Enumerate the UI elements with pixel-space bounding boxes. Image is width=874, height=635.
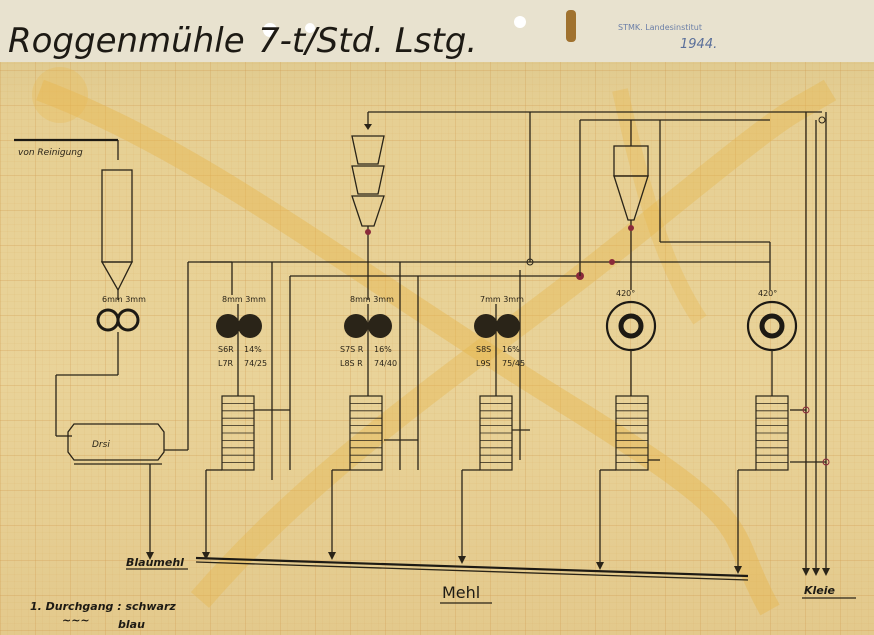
pin-hole (263, 23, 277, 37)
mehl-label: Mehl (442, 583, 480, 602)
bin-gap-label: 6mm 3mm (102, 295, 146, 304)
plansifter-sieves (221, 395, 789, 471)
pin (566, 10, 576, 42)
roll-1-l2: L7R (218, 359, 234, 368)
roll-2-r2: 74/40 (374, 359, 397, 368)
roll-3-gap: 7mm 3mm (480, 295, 524, 304)
roll-1-r2: 74/25 (244, 359, 267, 368)
cyclone-stack (351, 135, 385, 227)
entoleter-2 (746, 300, 798, 396)
title: Roggenmühle (8, 21, 245, 61)
roll-3-r1: 16% (502, 345, 520, 354)
pin-hole (514, 16, 526, 28)
blaumehl-label: Blaumehl (126, 556, 184, 569)
roll-2-l1: S7S R (340, 345, 364, 354)
roll-1-gap: 8mm 3mm (222, 295, 266, 304)
crusher-rolls (96, 308, 140, 332)
entoleter-1-label: 420° (616, 289, 635, 298)
paper-header-strip (0, 0, 874, 62)
entoleter-1 (605, 300, 657, 396)
roll-2-l2: L8S R (340, 359, 363, 368)
title-capacity: 7-t/Std. Lstg. (258, 21, 477, 61)
entoleter-2-label: 420° (758, 289, 777, 298)
roll-2-gap: 8mm 3mm (350, 295, 394, 304)
drsi-label: Drsi (92, 440, 110, 450)
roll-3-l1: S8S (476, 345, 491, 354)
inlet-label: von Reinigung (18, 148, 83, 158)
stamp-text: STMK. Landesinstitut (618, 23, 702, 32)
legend-line-2-dash: ~~~ (62, 614, 90, 627)
rye-bin (100, 169, 134, 300)
legend-line-2: blau (118, 618, 145, 631)
roll-1-r1: 14% (244, 345, 262, 354)
roll-pair-2 (344, 304, 392, 396)
drsi-sifter (67, 423, 165, 465)
legend-line-1: 1. Durchgang : schwarz (30, 600, 176, 613)
roll-2-r1: 16% (374, 345, 392, 354)
kleie-label: Kleie (804, 584, 836, 597)
roll-pair-1 (216, 304, 262, 396)
roll-3-r2: 75/45 (502, 359, 525, 368)
roll-pair-3 (474, 304, 520, 396)
roll-3-l2: L9S (476, 359, 491, 368)
roll-1-l1: S6R (218, 345, 234, 354)
stamp-date: 1944. (680, 37, 717, 52)
